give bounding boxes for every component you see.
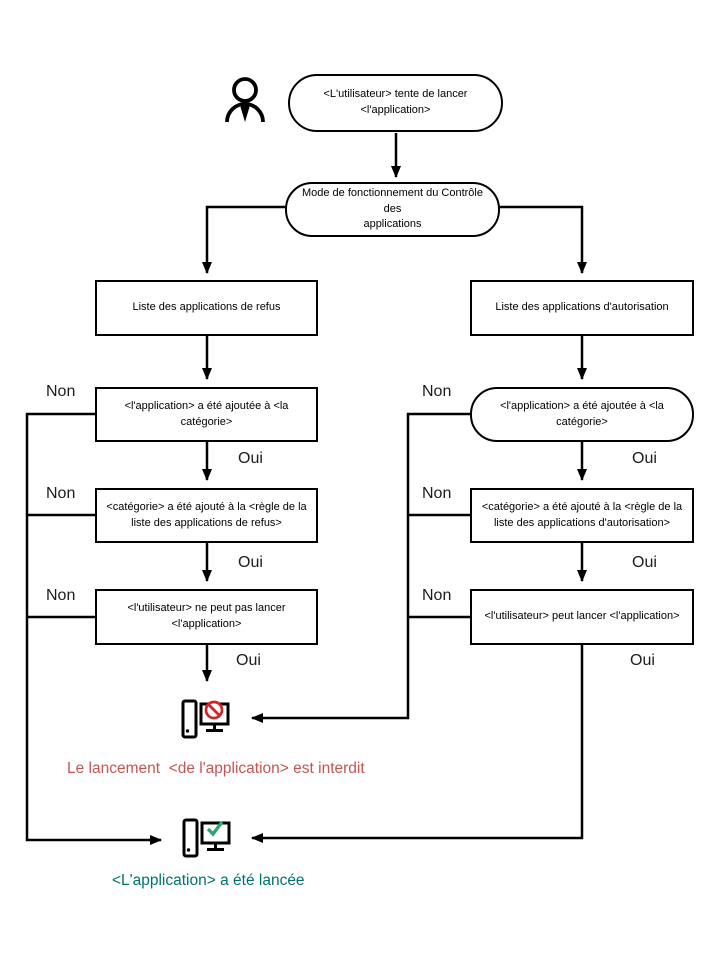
node-allow-app-added: <l'application> a été ajoutée à <la caté… (470, 387, 694, 442)
caption-launch-denied: Le lancement <de l'application> est inte… (67, 760, 365, 777)
label-non-allow-final: Non (422, 587, 452, 604)
connector-allow-final-to-launched (251, 645, 584, 843)
label-non-allow-cat: Non (422, 485, 452, 502)
node-deny-list: Liste des applications de refus (95, 280, 318, 336)
node-allow-final: <l'utilisateur> peut lancer <l'applicati… (470, 589, 694, 645)
connector-mode-to-deny-list (202, 205, 286, 274)
connector-mode-to-allow-list (499, 205, 587, 274)
connector-deny-non-rail (25, 412, 162, 845)
label-non-allow-app: Non (422, 383, 452, 400)
user-icon (225, 77, 265, 123)
pc-tower (181, 699, 198, 739)
user-head (232, 77, 258, 103)
node-deny-app-added: <l'application> a été ajoutée à <la caté… (95, 387, 318, 442)
computer-blocked-icon (181, 699, 230, 739)
caption-app-launched: <L'application> a été lancée (112, 872, 305, 889)
label-oui-allow-app: Oui (632, 450, 657, 467)
node-start: <L'utilisateur> tente de lancer <l'appli… (288, 74, 503, 132)
prohibition-slash (207, 703, 221, 717)
node-allow-list: Liste des applications d'autorisation (470, 280, 694, 336)
node-allow-cat-added: <catégorie> a été ajouté à la <règle de … (470, 488, 694, 543)
node-deny-cat-added: <catégorie> a été ajouté à la <règle de … (95, 488, 318, 543)
check-mark (206, 820, 224, 837)
node-mode: Mode de fonctionnement du Contrôle des a… (285, 182, 500, 237)
connector-allow-non-rail (251, 412, 470, 723)
label-oui-deny-final: Oui (236, 652, 261, 669)
label-oui-deny-cat: Oui (238, 554, 263, 571)
label-oui-allow-cat: Oui (632, 554, 657, 571)
pc-power-dot (186, 848, 191, 852)
computer-launched-icon (182, 818, 231, 858)
pc-power-dot (185, 729, 190, 733)
label-oui-deny-app: Oui (238, 450, 263, 467)
label-non-deny-app: Non (46, 383, 76, 400)
label-non-deny-final: Non (46, 587, 76, 604)
pc-tower (182, 818, 199, 858)
node-deny-final: <l'utilisateur> ne peut pas lancer <l'ap… (95, 589, 318, 645)
user-tie (240, 102, 250, 122)
label-non-deny-cat: Non (46, 485, 76, 502)
label-oui-allow-final: Oui (630, 652, 655, 669)
